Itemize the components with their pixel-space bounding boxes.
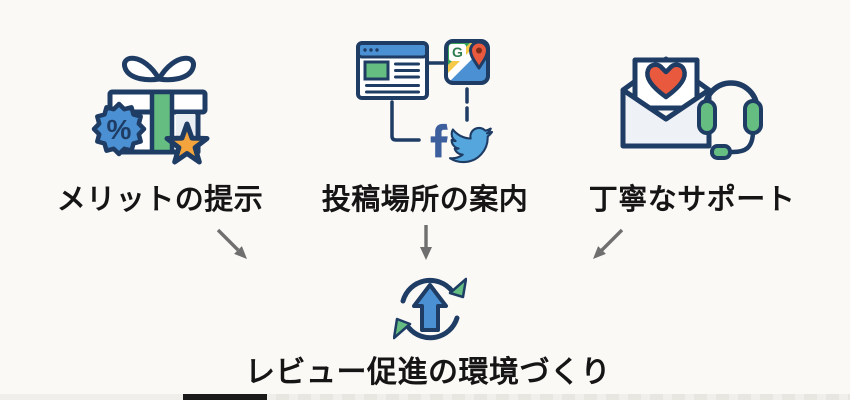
flow-arrow-right: [593, 228, 624, 259]
browser-window-icon: [356, 41, 429, 100]
factor-label-merit: メリットの提示: [56, 184, 264, 216]
mail-heart-headset-icon: [620, 56, 763, 160]
percent-glyph: %: [107, 114, 132, 145]
headset-icon: [697, 80, 763, 160]
discount-badge-icon: %: [91, 101, 147, 157]
cycle-arrows-icon: [393, 277, 467, 341]
ear-cup-left: [697, 99, 717, 135]
up-arrow-icon: [412, 283, 448, 332]
google-maps-icon: G: [444, 39, 490, 85]
outcome-label: レビュー促進の環境づくり: [245, 356, 611, 389]
flow-arrow-left: [216, 228, 247, 259]
browser-maps-social-icon: G: [356, 39, 494, 164]
google-g-glyph: G: [452, 44, 463, 60]
cropped-bottom-bar: [183, 394, 267, 400]
map-pin-icon: [469, 40, 489, 70]
twitter-icon: [448, 126, 494, 164]
factor-label-places: 投稿場所の案内: [321, 184, 529, 216]
ear-cup-right: [743, 99, 763, 135]
ribbon-bow-right: [156, 55, 196, 83]
flow-arrow-middle: [420, 225, 432, 260]
facebook-icon: [430, 123, 448, 158]
microphone-tip: [710, 144, 732, 160]
gift-discount-star-icon: %: [91, 55, 210, 165]
ribbon-bow-left: [122, 55, 162, 83]
cropped-bottom-text-sliver: [276, 394, 850, 400]
envelope-heart-icon: [620, 56, 712, 149]
cycle-up-arrow-icon: [393, 277, 467, 341]
factor-label-support: 丁寧なサポート: [588, 184, 796, 216]
star-icon: [164, 121, 210, 165]
connector-lines: [390, 61, 469, 142]
heart-icon: [645, 62, 687, 100]
